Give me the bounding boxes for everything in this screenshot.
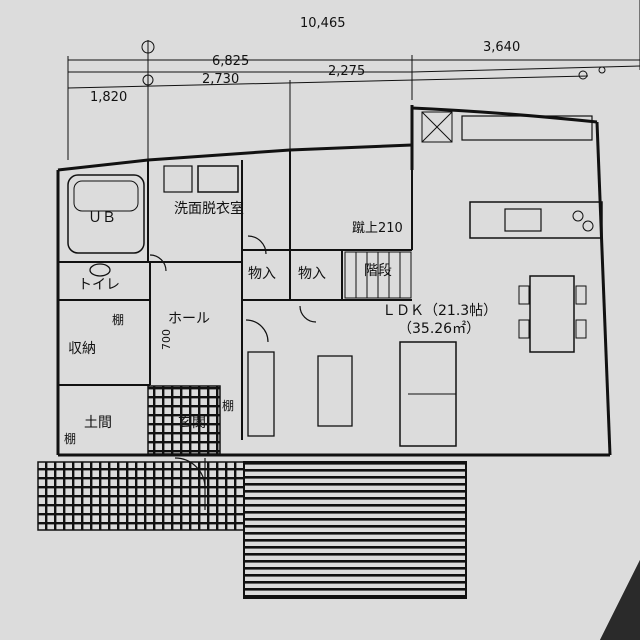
annotation-tana-c: 棚 [222,398,234,413]
dim-left-span: 6,825 [212,54,249,69]
room-label-hall: ホール [168,311,210,327]
tv-board [247,351,275,437]
kitchen-counter [469,201,603,239]
toilet-bowl [89,263,111,277]
stove-burner-a [572,210,584,222]
chair-2 [518,319,530,339]
chair-1 [518,285,530,305]
room-label-monoire-2: 物入 [298,266,326,282]
chair-3 [575,285,587,305]
stairs [344,251,412,299]
room-label-doma: 土間 [84,415,112,431]
dim-seg-a: 1,820 [90,90,127,105]
interior-walls [58,150,413,440]
kitchen-sink [504,208,542,232]
dim-seg-b: 2,730 [202,72,239,87]
fridge-storage [461,115,593,141]
dim-total: 10,465 [300,16,346,31]
bathtub-inner [73,180,139,212]
walls [56,105,612,457]
room-label-ub: ＵＢ [88,210,116,226]
bathtub [67,174,145,254]
room-label-toilet: トイレ [78,277,120,293]
annotation-keage: 蹴上210 [352,221,403,236]
room-label-shuno: 収納 [68,341,96,357]
genkan-grid-floor [147,385,221,455]
dimension-lines [67,0,640,160]
annotation-700: 700 [160,329,173,350]
paper-shadow-edge [600,560,640,640]
washer [163,165,193,193]
porch-grid-paving [37,461,245,531]
dining-table [529,275,575,353]
room-label-ldk-area: （35.26㎡） [398,321,480,337]
room-label-genkan: 玄関 [178,414,206,431]
wood-deck [243,461,467,599]
annotation-tana-a: 棚 [112,312,124,327]
room-label-senmen: 洗面脱衣室 [174,200,244,217]
chair-4 [575,319,587,339]
room-label-ldk: ＬＤＫ（21.3帖） [382,303,497,319]
column-x-mark [421,111,453,143]
coffee-table [317,355,353,427]
stove-burner-b [582,220,594,232]
room-label-monoire-1: 物入 [248,266,276,282]
dim-seg-c: 2,275 [328,64,365,79]
doors [149,235,317,510]
washbasin [197,165,239,193]
dim-right-span: 3,640 [483,40,520,55]
room-label-kaidan: 階段 [364,263,392,279]
annotation-tana-b: 棚 [64,431,76,446]
